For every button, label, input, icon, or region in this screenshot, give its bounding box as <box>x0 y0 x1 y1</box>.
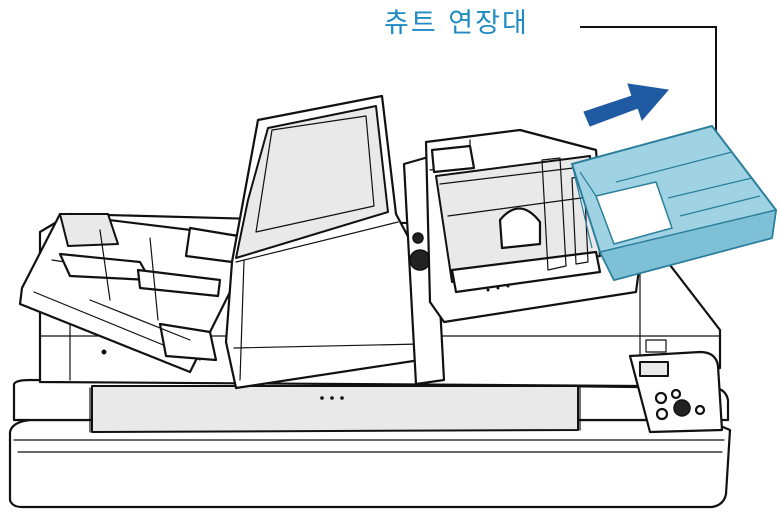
stacker <box>18 212 242 374</box>
arrow-right-up-icon <box>583 83 669 127</box>
callout-leader-line <box>580 26 717 158</box>
chute-extension <box>571 125 777 281</box>
chute-extension-label: 츄트 연장대 <box>384 8 529 39</box>
operator-panel <box>628 339 724 434</box>
adf-unit <box>224 94 446 390</box>
